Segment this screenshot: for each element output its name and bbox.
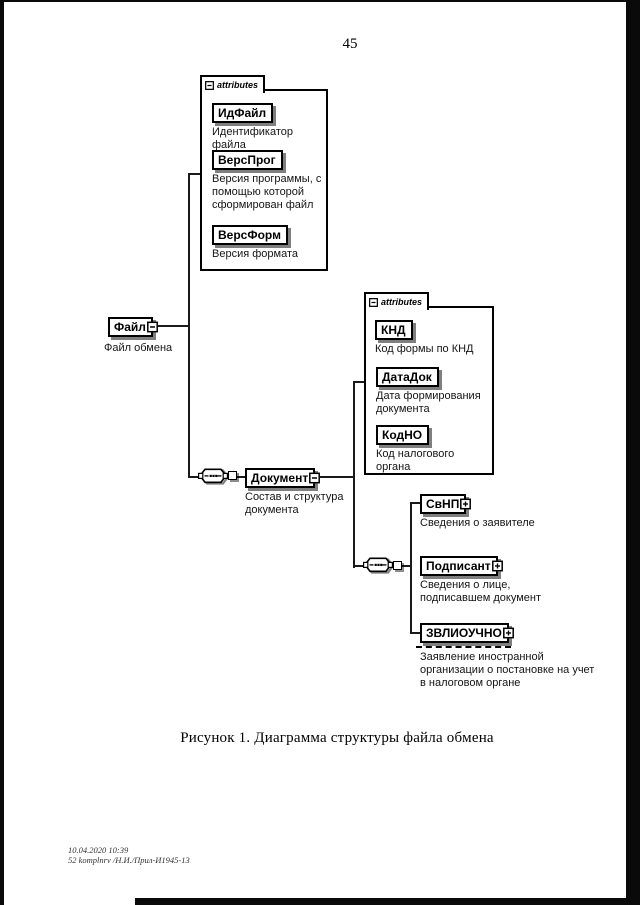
attribute-node: ИдФайл xyxy=(212,103,274,123)
connector-line xyxy=(410,632,422,634)
element-node-zvlio: ЗВЛИОУЧНО xyxy=(420,623,514,643)
element-node-document: Документ xyxy=(245,468,321,488)
expand-icon xyxy=(502,627,514,639)
expand-icon xyxy=(460,498,472,510)
connector-line xyxy=(353,381,355,568)
footer-file-reference: 52 komplnrv /Н.И./Прил-И1945-13 xyxy=(68,855,190,865)
connector-line xyxy=(308,476,355,478)
page-number: 45 xyxy=(342,36,358,52)
element-node-signer: Подписант xyxy=(420,556,503,576)
collapse-icon xyxy=(146,321,158,333)
footer-timestamp: 10.04.2020 10:39 xyxy=(68,845,129,855)
connector-square xyxy=(228,471,237,480)
element-annotation: Файл обмена xyxy=(104,342,173,354)
element-label: Файл xyxy=(114,320,146,334)
element-annotation: Состав и структура документа xyxy=(245,491,344,516)
connector-square xyxy=(393,561,402,570)
attribute-node: ВерсПрог xyxy=(212,150,283,170)
element-node-file: Файл xyxy=(108,317,158,337)
attribute-node: ВерсФорм xyxy=(212,225,288,245)
connector-line xyxy=(188,173,190,478)
element-label: СвНП xyxy=(426,497,460,511)
connector-line xyxy=(188,476,202,478)
attribute-annotation: Дата формирования документа xyxy=(376,390,481,415)
element-annotation: Сведения о заявителе xyxy=(420,517,535,529)
connector-line xyxy=(150,325,190,327)
scan-edge-bottom xyxy=(135,898,627,905)
attribute-annotation: Код формы по КНД xyxy=(375,343,474,355)
expand-icon xyxy=(491,560,503,572)
sequence-compositor-icon xyxy=(198,466,230,487)
attribute-annotation: Идентификатор файла xyxy=(212,126,293,151)
attribute-annotation: Версия программы, с помощью которой сфор… xyxy=(212,173,322,211)
scan-edge-left xyxy=(0,0,4,905)
document-attributes-panel: attributes КНД Код формы по КНД ДатаДок … xyxy=(364,292,494,475)
attribute-node: КодНО xyxy=(376,425,430,445)
footer-stamp: 10.04.2020 10:39 52 komplnrv /Н.И./Прил-… xyxy=(68,845,190,865)
attributes-tab-label: attributes xyxy=(381,297,423,307)
collapse-icon xyxy=(369,297,378,307)
element-annotation: Заявление иностранной организации о пост… xyxy=(420,651,595,689)
element-annotation: Сведения о лице, подписавшем документ xyxy=(420,579,542,604)
connector-line xyxy=(353,381,366,383)
sequence-compositor-icon xyxy=(363,555,395,576)
connector-line xyxy=(234,476,248,478)
file-attributes-panel: attributes ИдФайл Идентификатор файла Ве… xyxy=(200,75,328,271)
element-label: Документ xyxy=(251,471,309,485)
attribute-annotation: Версия формата xyxy=(212,248,298,260)
collapse-icon xyxy=(309,472,321,484)
element-label: Подписант xyxy=(426,559,491,573)
attributes-tab-label: attributes xyxy=(217,80,259,90)
scan-edge-top xyxy=(0,0,640,2)
attribute-node: ДатаДок xyxy=(376,367,439,387)
connector-line xyxy=(188,173,202,175)
connector-line xyxy=(410,503,412,634)
connector-line xyxy=(400,565,412,567)
connector-line xyxy=(410,502,422,504)
optional-dashed-line xyxy=(416,646,511,648)
attribute-node: КНД xyxy=(375,320,413,340)
element-node-svnp: СвНП xyxy=(420,494,472,514)
connector-line xyxy=(353,565,367,567)
scan-edge-right xyxy=(626,0,640,905)
attribute-annotation: Код налогового органа xyxy=(376,448,455,473)
collapse-icon xyxy=(205,80,214,90)
element-label: ЗВЛИОУЧНО xyxy=(426,626,502,640)
attributes-tab: attributes xyxy=(200,75,266,93)
attributes-tab: attributes xyxy=(364,292,430,310)
figure-caption: Рисунок 1. Диаграмма структуры файла обм… xyxy=(180,730,494,746)
